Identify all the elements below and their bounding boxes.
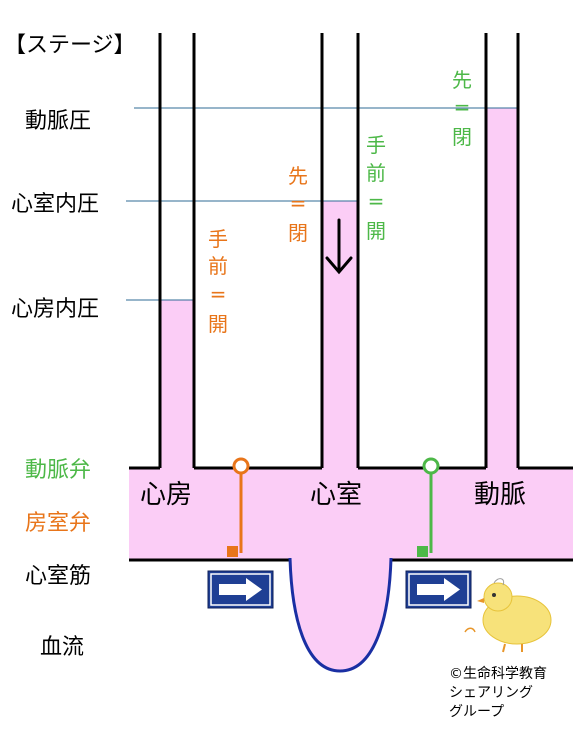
flow-sign-right	[405, 570, 472, 609]
atrial-front-annotation: 手 前 = 開	[208, 227, 228, 336]
annotation-char: =	[290, 191, 307, 215]
av-valve-hinge-icon	[232, 457, 250, 475]
arterial-valve	[417, 457, 440, 557]
credit-line-2: シェアリング	[449, 685, 533, 701]
atrium-chamber-label: 心房	[140, 480, 192, 510]
muscle-legend: 心室筋	[25, 564, 91, 589]
av-valve-legend: 房室弁	[25, 511, 91, 536]
arterial-valve-legend: 動脈弁	[25, 458, 91, 483]
annotation-char: 開	[366, 219, 386, 243]
fluid-layer	[129, 108, 573, 671]
down-arrow-icon	[325, 218, 353, 275]
artery-chamber-label: 動脈	[474, 480, 526, 510]
atrium-fluid	[160, 300, 194, 468]
stage-title: 【ステージ】	[4, 33, 136, 58]
blood-flow-legend: 血流	[40, 635, 84, 660]
annotation-char: 閉	[452, 125, 472, 149]
ventricle-front-annotation: 手 前 = 開	[366, 133, 386, 243]
annotation-char: 手	[208, 227, 228, 251]
annotation-char: 手	[366, 133, 386, 157]
arterial-pressure-label: 動脈圧	[25, 109, 91, 134]
ventricle-ahead-annotation: 先 = 閉	[288, 164, 308, 245]
ventricle-chamber-label: 心室	[310, 480, 362, 510]
annotation-char: 前	[208, 254, 228, 278]
artery-fluid	[486, 108, 518, 468]
ventricle-pouch-fluid	[290, 558, 391, 671]
av-valve-foot-icon	[227, 546, 238, 557]
annotation-char: 閉	[288, 221, 308, 245]
artery-ahead-annotation: 先 = 閉	[452, 68, 472, 149]
annotation-char: =	[368, 189, 385, 213]
annotation-char: =	[210, 282, 227, 306]
annotation-char: 前	[366, 161, 386, 185]
ventricular-pressure-label: 心室内圧	[11, 192, 99, 217]
ventricle-pouch-wall	[288, 557, 393, 673]
horizontal-chamber-fluid	[129, 468, 573, 560]
annotation-char: =	[454, 95, 471, 119]
credit-line-1: ©生命科学教育	[449, 665, 547, 682]
annotation-char: 先	[288, 164, 308, 188]
credit-line-3: グループ	[449, 704, 504, 720]
chick-icon	[464, 578, 552, 653]
walls	[129, 33, 573, 562]
annotation-char: 開	[208, 312, 228, 336]
annotation-char: 先	[452, 68, 472, 92]
arterial-valve-hinge-icon	[422, 457, 440, 475]
flow-sign-left	[207, 570, 274, 609]
av-valve	[227, 457, 250, 557]
arterial-valve-foot-icon	[417, 546, 428, 557]
atrial-pressure-label: 心房内圧	[11, 297, 99, 322]
